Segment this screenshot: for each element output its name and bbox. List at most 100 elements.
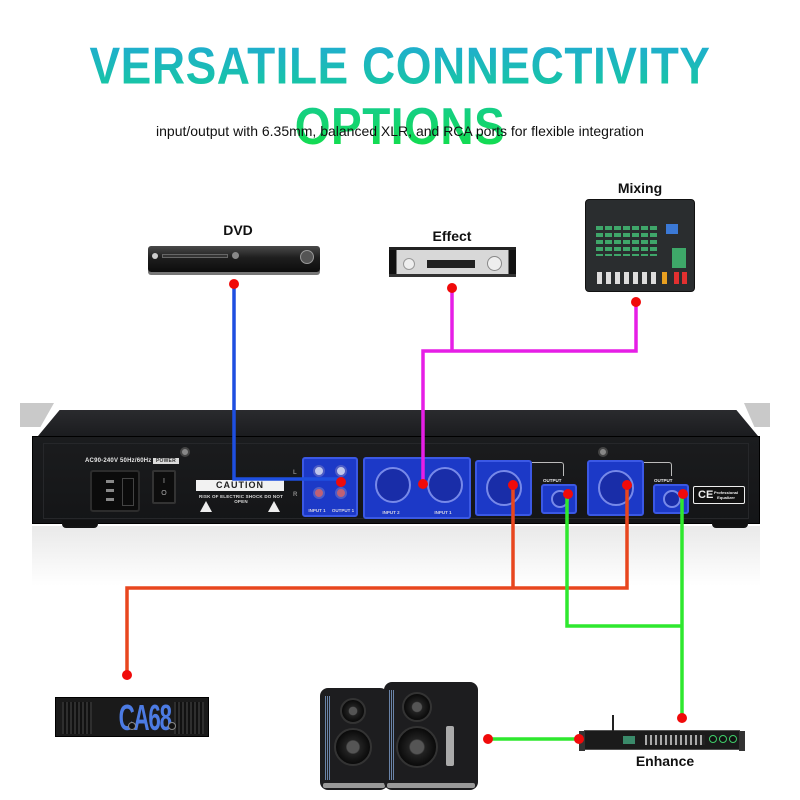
mixer-fader [633, 272, 638, 284]
jack-output-2-panel [653, 484, 689, 514]
mixer-channel-strip [641, 226, 648, 256]
effect-processor-icon [389, 247, 516, 277]
combo-input-2-label: INPUT 2 [382, 510, 400, 515]
enhancer-display [623, 736, 635, 744]
switch-off-mark: O [161, 490, 167, 497]
xlr-output-1-jack[interactable] [486, 470, 522, 506]
rca-input-label: INPUT 1 [308, 508, 326, 513]
shock-warning-icon [200, 501, 212, 512]
rack-foot [712, 520, 748, 528]
enhancer-button-row [645, 735, 705, 745]
combo-input-1-label: INPUT 1 [434, 510, 452, 515]
rca-channel-l: L [293, 470, 297, 476]
speaker-led-strip [325, 696, 331, 780]
ground-screw-icon [598, 447, 608, 457]
amp-vent [174, 702, 204, 734]
connector-dot-amplifier [122, 670, 132, 680]
mixer-eq-panel [672, 248, 686, 268]
combo-input-1-jack[interactable] [427, 467, 463, 503]
iec-pin [106, 480, 114, 483]
effect-label: Effect [432, 228, 472, 244]
combo-input-panel: INPUT 2 INPUT 1 [363, 457, 471, 519]
rack-foot [62, 520, 98, 528]
mixer-fader [651, 272, 656, 284]
connector-dot-dvd [229, 279, 239, 289]
caution-warning-icon [268, 501, 280, 512]
rca-output-label: OUTPUT 1 [331, 508, 355, 513]
jack-output-1[interactable] [551, 490, 569, 508]
xlr-output-2-jack[interactable] [598, 470, 634, 506]
enhancer-knob [729, 735, 737, 743]
rca-input-r-jack[interactable] [313, 487, 325, 499]
dvd-label: DVD [223, 222, 253, 238]
mixer-channel-strip [614, 226, 621, 256]
output-bracket [644, 462, 672, 476]
effect-display [427, 260, 475, 268]
mixer-channel-strip [650, 226, 657, 256]
xlr-output-1-panel [475, 460, 532, 516]
connector-dot-effect [447, 283, 457, 293]
power-spec-label: AC90-240V 50Hz/60Hz [85, 458, 152, 464]
mixer-master-fader [674, 272, 679, 284]
speaker-control-panel [446, 726, 454, 766]
mixer-master-fader [682, 272, 687, 284]
dvd-eject-button [232, 252, 239, 259]
enhance-label: Enhance [635, 753, 695, 769]
iec-pin [106, 489, 114, 492]
jack-output-1-panel [541, 484, 577, 514]
mixer-channel-strip [623, 226, 630, 256]
dvd-control-knob [300, 250, 314, 264]
effect-knob-right [487, 256, 502, 271]
power-label: POWER [153, 458, 179, 464]
speaker-woofer [396, 726, 438, 768]
enhancer-knob [709, 735, 717, 743]
ce-text-line2: Equalizer [717, 495, 735, 500]
speaker-led-strip [389, 690, 395, 780]
speaker-left-icon [320, 688, 388, 790]
mixer-channel-strip [596, 226, 603, 256]
amp-vent [62, 702, 92, 734]
power-switch[interactable]: I O [152, 470, 176, 504]
amp-volume-knob [128, 722, 136, 730]
rca-input-l-jack[interactable] [313, 465, 325, 477]
speaker-tweeter [402, 692, 432, 722]
mixer-fader [597, 272, 602, 284]
switch-on-mark: I [163, 478, 165, 485]
mixer-console-icon [585, 199, 695, 292]
rack-ear-right [744, 403, 770, 427]
speaker-base [387, 783, 475, 788]
mixer-fader [662, 272, 667, 284]
fuse-holder [122, 478, 134, 506]
connector-dot-mixing [631, 297, 641, 307]
jack-output-2-label: OUTPUT [654, 478, 673, 483]
speaker-base [323, 783, 385, 788]
jack-output-1-label: OUTPUT [543, 478, 562, 483]
iec-power-inlet[interactable] [90, 470, 140, 512]
mixer-fader [606, 272, 611, 284]
rca-panel: INPUT 1 OUTPUT 1 [302, 457, 358, 517]
output-bracket [532, 462, 564, 476]
enhancer-knob [719, 735, 727, 743]
enhancer-icon [579, 715, 745, 751]
connector-dot-enhance-top [677, 713, 687, 723]
page-title: VERSATILE CONNECTIVITY OPTIONS [0, 36, 800, 157]
mixer-fader [642, 272, 647, 284]
rack-top-cover [38, 410, 758, 436]
ce-text-line1: Professional [714, 490, 739, 495]
enhancer-rack-ear [579, 731, 585, 751]
mixer-lcd [666, 224, 678, 234]
mixer-channel-strip [632, 226, 639, 256]
dvd-power-led [152, 253, 158, 259]
combo-input-2-jack[interactable] [375, 467, 411, 503]
rca-output-r-jack[interactable] [335, 487, 347, 499]
iec-pin [106, 498, 114, 501]
amp-volume-knob [168, 722, 176, 730]
caution-label: CAUTION [196, 480, 284, 491]
rca-output-l-jack[interactable] [335, 465, 347, 477]
speaker-woofer [334, 728, 372, 766]
jack-output-2[interactable] [663, 490, 681, 508]
ce-badge: CE Professional Equalizer [693, 486, 745, 504]
speaker-tweeter [340, 698, 366, 724]
speaker-right-icon [384, 682, 478, 790]
ce-mark: CE [698, 489, 714, 501]
